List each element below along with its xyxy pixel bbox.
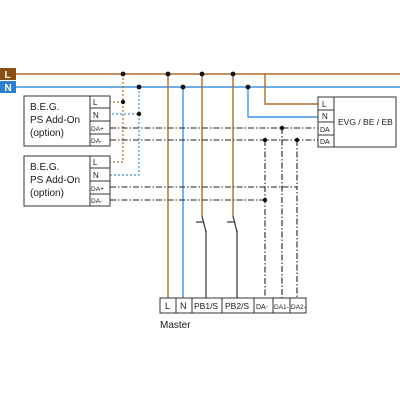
addon-bottom-l-feed: [110, 102, 124, 163]
addon-bottom-n-feed: [110, 114, 140, 176]
evg-terminal-l: L: [322, 100, 327, 109]
master-terminal-da1: DA1-: [274, 304, 289, 311]
addon-top-terminal-daminus: DA-: [91, 138, 102, 145]
addon-top-terminal-n: N: [93, 111, 99, 120]
master-terminal-da: DA-: [256, 304, 269, 311]
bus-n-tag: N: [0, 81, 16, 94]
junction-dots: [120, 71, 300, 203]
addon-top-title-1: B.E.G.: [30, 102, 59, 113]
bus-n-label: N: [5, 83, 12, 94]
master-terminal-n: N: [180, 301, 187, 311]
addon-top-title-3: (option): [30, 128, 64, 139]
addon-bottom-terminal-daplus: DA+: [91, 186, 104, 193]
addon-top-l-feed: [110, 74, 124, 103]
master-label: Master: [160, 320, 191, 331]
bus-l-tag: L: [0, 68, 16, 81]
addon-bottom-terminal-n: N: [93, 171, 99, 180]
evg-n-feed: [247, 87, 318, 118]
evg-label: EVG / BE / EB: [338, 117, 393, 127]
master-block: L N PB1/S PB2/S DA- DA1- DA2- Master: [159, 297, 307, 331]
master-terminal-pb2: PB2/S: [225, 301, 249, 311]
addon-bottom: B.E.G. PS Add-On (option) L N DA+ DA-: [23, 155, 111, 207]
addon-bottom-title-3: (option): [30, 188, 64, 199]
addon-top: B.E.G. PS Add-On (option) L N DA+ DA-: [23, 95, 111, 147]
addon-top-title-2: PS Add-On: [30, 115, 80, 126]
pushbutton-2-symbol: [227, 215, 238, 233]
evg-l-feed: [264, 74, 318, 105]
addon-bottom-terminal-l: L: [93, 158, 98, 167]
bus-l-label: L: [5, 70, 11, 81]
addon-bottom-title-1: B.E.G.: [30, 162, 59, 173]
evg-terminal-da-2: DA: [320, 139, 330, 146]
addon-bottom-terminal-daminus: DA-: [91, 198, 102, 205]
pushbutton-1-symbol: [196, 215, 207, 233]
addon-top-terminal-l: L: [93, 98, 98, 107]
evg-terminal-n: N: [322, 112, 328, 121]
master-terminal-pb1: PB1/S: [194, 301, 218, 311]
addon-bottom-title-2: PS Add-On: [30, 175, 80, 186]
dali-bottom-daplus: [110, 186, 298, 298]
master-terminal-da2: DA2-: [291, 304, 306, 311]
addon-top-n-feed: [110, 87, 140, 115]
evg-box: L N DA DA EVG / BE / EB: [317, 96, 397, 148]
addon-top-terminal-daplus: DA+: [91, 126, 104, 133]
master-terminal-l: L: [165, 301, 170, 311]
evg-terminal-da-1: DA: [320, 127, 330, 134]
